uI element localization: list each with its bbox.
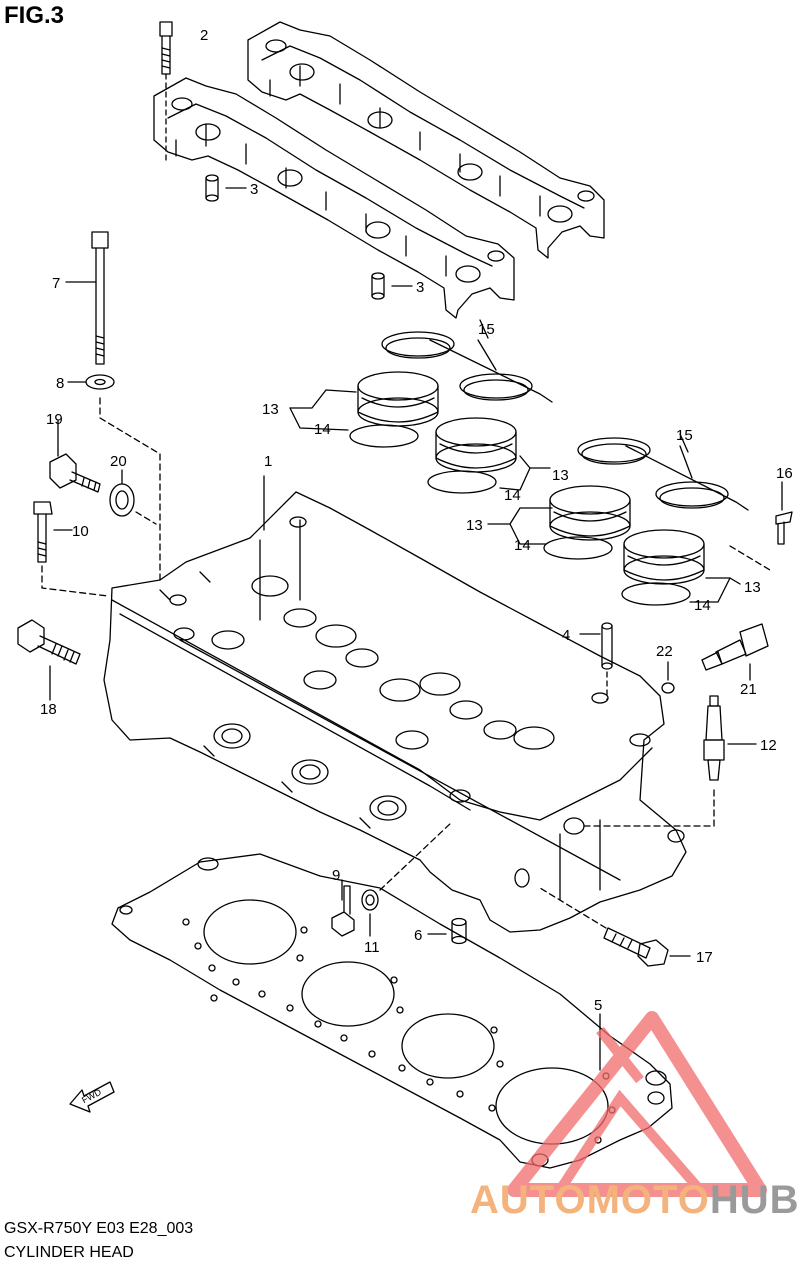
gasket-20 [109, 469, 157, 525]
clamp-15a [381, 331, 553, 403]
bolt-2 [159, 21, 173, 161]
cylinder-head-1 [103, 475, 687, 933]
watermark-text-part-a: AUTOMOTO [470, 1178, 710, 1222]
callout-9: 9 [332, 867, 340, 884]
bolt-7 [65, 231, 109, 365]
camshaft-holder-front [153, 77, 515, 319]
intake-pipe-13c [549, 485, 631, 541]
callout-6: 6 [414, 927, 422, 944]
intake-pipe-13d [623, 529, 705, 585]
callout-16: 16 [776, 465, 793, 482]
o-ring-14c [543, 536, 613, 560]
callout-13a: 13 [262, 401, 279, 418]
callout-21: 21 [740, 681, 757, 698]
watermark-text-part-b: HUB [709, 1178, 800, 1222]
screw-16 [775, 481, 793, 545]
o-ring-14d [621, 582, 691, 606]
callout-13b: 13 [552, 467, 569, 484]
callout-1: 1 [264, 453, 272, 470]
callout-14b: 14 [504, 487, 521, 504]
clamp-15b [577, 437, 749, 511]
dowel-pin-6 [427, 917, 467, 945]
callout-3b: 3 [416, 279, 424, 296]
spark-plug-12 [579, 695, 757, 827]
sensor-21 [701, 623, 769, 681]
intake-pipe-13a [357, 371, 439, 427]
callout-8: 8 [56, 375, 64, 392]
watermark-logo-icon [507, 1011, 767, 1197]
bolt-17 [539, 887, 691, 967]
gasket-11 [361, 821, 453, 937]
model-code: GSX-R750Y E03 E28_003 [4, 1220, 194, 1237]
callout-22: 22 [656, 643, 673, 660]
figure-caption: CYLINDER HEAD [4, 1244, 134, 1261]
dowel-pin-3a [205, 174, 247, 202]
bolt-19 [49, 419, 101, 493]
bolt-10 [33, 501, 109, 597]
leader-lines [289, 319, 771, 603]
callout-19: 19 [46, 411, 63, 428]
callout-18: 18 [40, 701, 57, 718]
washer-8 [67, 374, 161, 581]
callout-13d: 13 [744, 579, 761, 596]
watermark-text: AUTOMOTOHUB [470, 1178, 800, 1223]
bolt-9 [331, 879, 355, 937]
o-ring-22 [661, 661, 675, 694]
bolt-18 [17, 619, 81, 701]
callout-13c: 13 [466, 517, 483, 534]
callout-14a: 14 [314, 421, 331, 438]
callout-12: 12 [760, 737, 777, 754]
figure-title: FIG.3 [4, 2, 65, 29]
callout-5: 5 [594, 997, 602, 1014]
pipe-4 [579, 622, 613, 701]
callout-2: 2 [200, 27, 208, 44]
callout-14d: 14 [694, 597, 711, 614]
callout-4: 4 [562, 627, 570, 644]
dowel-pin-3b [371, 272, 413, 300]
camshaft-holder-rear [247, 21, 605, 259]
intake-pipe-13b [435, 417, 517, 473]
o-ring-14b [427, 470, 497, 494]
head-gasket-5 [111, 853, 673, 1169]
callout-15a: 15 [478, 321, 495, 338]
callout-15b: 15 [676, 427, 693, 444]
o-ring-14a [349, 424, 419, 448]
callout-10: 10 [72, 523, 89, 540]
callout-17: 17 [696, 949, 713, 966]
callout-3a: 3 [250, 181, 258, 198]
fwd-arrow-icon [69, 1081, 115, 1113]
callout-20: 20 [110, 453, 127, 470]
callout-11: 11 [364, 939, 380, 956]
callout-14c: 14 [514, 537, 531, 554]
callout-7: 7 [52, 275, 60, 292]
